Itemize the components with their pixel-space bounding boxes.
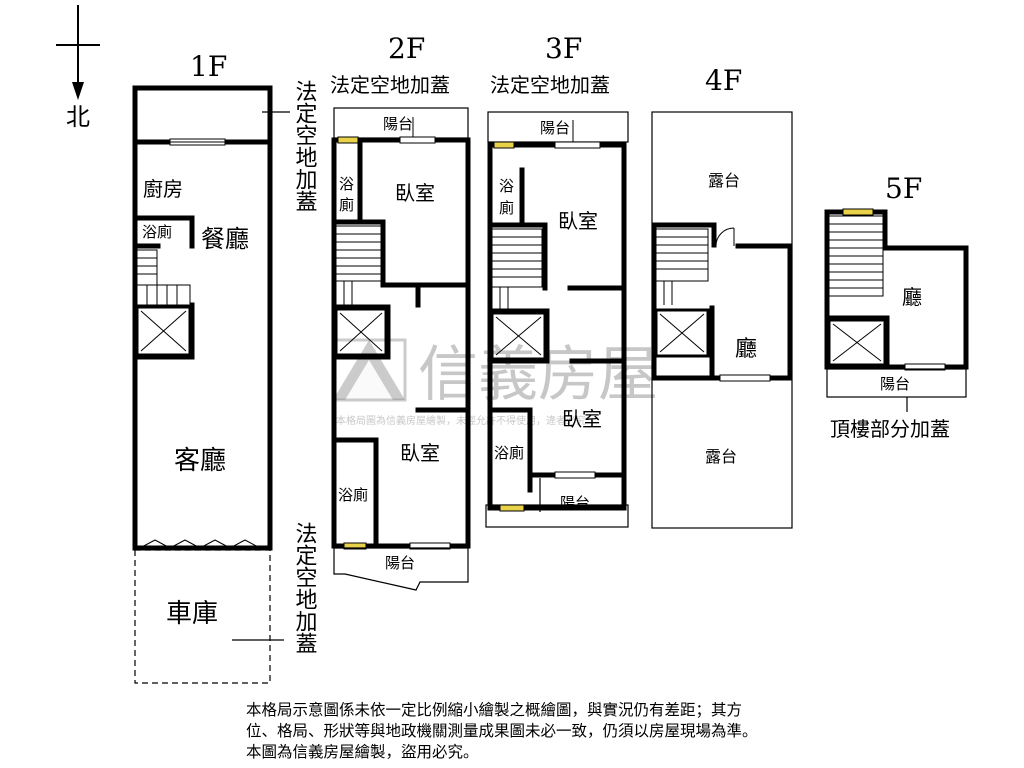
stairs-3f	[491, 228, 543, 310]
disclaimer-line-3: 本圖為信義房屋繪製，盜用必究。	[246, 743, 479, 761]
3f-bath-bottom: 浴廁	[494, 444, 524, 462]
2f-bedroom-bottom: 臥室	[400, 441, 440, 465]
3f-balcony-top: 陽台	[540, 119, 570, 137]
5f-balcony: 陽台	[880, 375, 910, 393]
elevator-shaft-2f	[334, 307, 388, 357]
3f-bath-top-a: 浴	[499, 177, 514, 195]
1f-garage: 車庫	[166, 599, 218, 629]
3f-bath-top-b: 廁	[499, 199, 514, 217]
2f-balcony-top: 陽台	[383, 115, 413, 133]
3f-bedroom-top: 臥室	[558, 209, 598, 233]
floor-5f-title: 5F	[885, 172, 922, 205]
2f-balcony-bottom: 陽台	[385, 554, 415, 572]
window-2f-top	[337, 136, 359, 144]
disclaimer: 本格局示意圖係未依一定比例縮小繪製之概繪圖，與實況仍有差距；其方 位、格局、形狀…	[246, 700, 886, 763]
2f-bath-bottom: 浴廁	[338, 486, 368, 504]
north-label: 北	[66, 103, 90, 131]
2f-bedroom-top: 臥室	[395, 181, 435, 205]
elevator-shaft-5f	[827, 318, 887, 367]
disclaimer-line-1: 本格局示意圖係未依一定比例縮小繪製之概繪圖，與實況仍有差距；其方	[246, 701, 743, 719]
1f-kitchen: 廚房	[143, 177, 183, 201]
3f-balcony-bottom: 陽台	[560, 494, 590, 512]
floor-4f-title: 4F	[705, 64, 742, 97]
watermark: 信義房屋 本格局圖為信義房屋繪製，未經允許不得使用，違者必究	[331, 338, 658, 427]
5f-note: 頂樓部分加蓋	[830, 417, 950, 441]
4f-terrace-top: 露台	[708, 171, 740, 190]
2f-annex-label: 法定空地加蓋	[330, 73, 450, 97]
1f-bath: 浴廁	[142, 223, 172, 241]
north-arrow: 北	[56, 5, 100, 131]
window-5f	[842, 208, 874, 216]
disclaimer-line-2: 位、格局、形狀等與地政機關測量成果圖未必一致，仍須以房屋現場為準。	[246, 722, 758, 740]
3f-annex-label: 法定空地加蓋	[490, 73, 610, 97]
elevator-shaft-4f	[654, 308, 710, 358]
5f-hall: 廳	[902, 285, 922, 309]
window-1f	[169, 138, 226, 146]
watermark-brand: 信義房屋	[418, 340, 658, 410]
garage-outline	[134, 549, 271, 684]
stairs-1f	[136, 249, 191, 306]
floor-2f: 2F 法定空地加蓋 陽台	[330, 32, 471, 591]
3f-bedroom-bottom: 臥室	[562, 407, 602, 431]
4f-terrace-bottom: 露台	[705, 447, 737, 466]
watermark-caption: 本格局圖為信義房屋繪製，未經允許不得使用，違者必究	[336, 414, 586, 427]
floor-2f-title: 2F	[388, 32, 425, 65]
stairs-5f	[828, 215, 884, 297]
floor-1f-title: 1F	[190, 50, 227, 83]
1f-annex-top: 法定空地加蓋	[292, 80, 318, 212]
1f-dining: 餐廳	[201, 225, 249, 253]
2f-bath-top-a: 浴	[339, 175, 354, 193]
stairs-2f	[335, 225, 383, 305]
2f-bath-top-b: 廁	[339, 196, 354, 214]
floor-5f: 5F 廳 陽台 頂樓部分加蓋	[824, 172, 969, 441]
stairs-4f	[655, 228, 709, 305]
1f-living: 客廳	[174, 446, 226, 476]
brand-logo	[331, 338, 407, 402]
floor-4f: 4F 露台 廳 露台	[651, 64, 793, 529]
4f-hall: 廳	[735, 337, 757, 362]
floor-3f-title: 3F	[545, 32, 582, 65]
floor-1f: 1F 廚房 餐廳 浴廁	[132, 50, 318, 684]
floor-3f: 3F 法定空地加蓋 陽台	[485, 32, 629, 528]
1f-annex-bottom: 法定空地加蓋	[292, 522, 318, 654]
elevator-shaft-1f	[135, 305, 192, 357]
